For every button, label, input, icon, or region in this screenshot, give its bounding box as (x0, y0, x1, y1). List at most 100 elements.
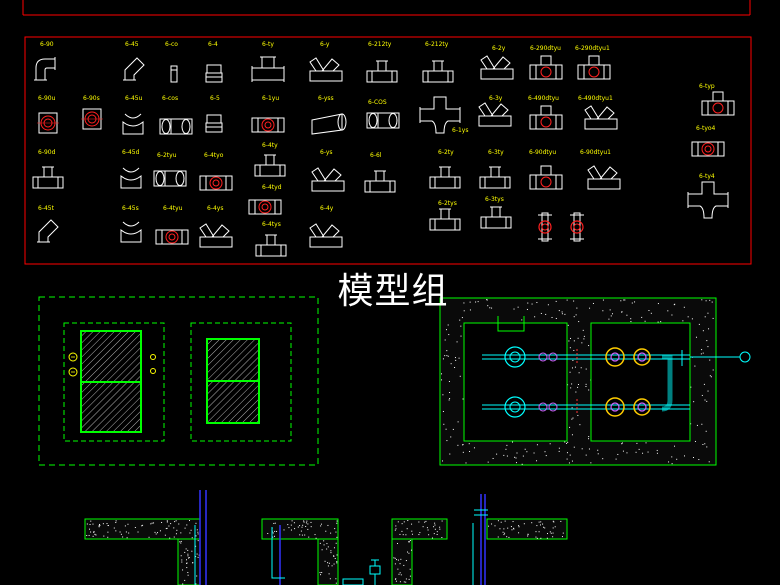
fitting-item (570, 212, 584, 242)
fitting-item: 6-ty4 (687, 173, 729, 219)
fitting-item: 6-45d (120, 149, 142, 189)
fitting-label: 6-45t (38, 205, 55, 212)
fitting-item: 6-ys (311, 149, 345, 192)
fitting-item: 6-tyo4 (691, 125, 725, 157)
gate-valve-icon (605, 397, 625, 417)
wall-right (391, 538, 413, 585)
fitting-symbol (123, 57, 145, 81)
fitting-label: 6-4ys (207, 205, 223, 212)
fitting-symbol (120, 221, 142, 243)
fitting-item: 6-1yu (251, 95, 285, 133)
fitting-symbol (366, 112, 400, 129)
slab-right-b (486, 518, 568, 540)
fitting-symbol (205, 114, 223, 133)
fitting-item: 6-490dtyu1 (578, 95, 618, 130)
fitting-label: 6-290dtyu1 (575, 45, 610, 52)
fitting-item: 6-4 (205, 41, 223, 83)
fitting-item: 6-290dtyu1 (575, 45, 611, 80)
fitting-symbol (251, 117, 285, 133)
fitting-symbol (478, 102, 512, 127)
fitting-symbol (170, 65, 178, 83)
fitting-label: 6-4tyu (163, 205, 183, 212)
check-valve-icon (633, 398, 651, 416)
slab-right-a (391, 518, 448, 540)
pump-icon (504, 396, 526, 418)
fitting-symbol (479, 166, 511, 189)
fitting-symbol (248, 199, 282, 215)
fitting-item: 6-45 (123, 41, 145, 81)
fitting-symbol (34, 57, 56, 81)
fitting-symbol (529, 105, 563, 130)
fitting-item: 6-4y (309, 205, 343, 248)
valve-chamber (590, 322, 691, 442)
fitting-label: 6-90s (83, 95, 100, 102)
fitting-symbol (480, 206, 512, 229)
fitting-item: 6-4tyo (199, 152, 233, 191)
fitting-symbol (309, 223, 343, 248)
fitting-item: 6-4ty (254, 142, 286, 177)
fitting-symbol (429, 166, 461, 189)
fitting-item: 6-490dtyu (528, 95, 563, 130)
fitting-item: 6-yss (311, 95, 347, 135)
fitting-label: 6-4 (208, 41, 218, 48)
fitting-item: 6-6l (364, 152, 396, 193)
fitting-label: 6-1ys (452, 127, 468, 134)
tank-pit-right (190, 322, 292, 442)
fitting-label: 6-490dtyu (528, 95, 559, 102)
fitting-item: 6-co (165, 41, 178, 83)
fitting-item: 6-212ty (422, 41, 454, 83)
fitting-item: 6-90u (37, 95, 59, 134)
fitting-symbol (120, 167, 142, 189)
fitting-label: 6-4y (320, 205, 334, 212)
fittings-frame (24, 36, 752, 265)
fitting-label: 6-4tyo (204, 152, 224, 159)
fitting-label: 6-4tys (262, 221, 281, 228)
fitting-symbol (155, 229, 189, 245)
slab-middle (261, 518, 339, 540)
fitting-item: 6-45u (122, 95, 144, 135)
fitting-symbol (691, 141, 725, 157)
fitting-symbol (584, 105, 618, 130)
fitting-item: 6-2tyu (153, 152, 187, 187)
fitting-item: 6-2y (480, 45, 514, 80)
fitting-symbol (205, 64, 223, 83)
fitting-symbol (37, 112, 59, 134)
access-hatch (497, 316, 525, 332)
drawing-title: 模型组 (337, 271, 449, 312)
fitting-label: 6-yss (318, 95, 334, 102)
fitting-label: 6-290dtyu (530, 45, 561, 52)
fitting-symbol (199, 223, 233, 248)
fitting-label: 6-6l (370, 152, 382, 159)
fitting-label: 6-y (320, 41, 330, 48)
fitting-item: 6-290dtyu (529, 45, 563, 80)
fitting-item: 6-2ty (429, 149, 461, 189)
fitting-label: 6-45d (122, 149, 140, 156)
fitting-symbol (419, 96, 461, 134)
fitting-symbol (422, 60, 454, 83)
fitting-symbol (37, 219, 59, 243)
fitting-symbol (701, 91, 735, 116)
bolt-icon (150, 368, 156, 374)
fitting-symbol (364, 170, 396, 193)
fitting-item: 6-3tys (480, 196, 512, 229)
bolt-icon (150, 354, 156, 360)
fitting-item: 6-90 (34, 41, 56, 81)
fitting-symbol (251, 56, 285, 82)
plan-outline (38, 296, 319, 466)
fitting-symbol (309, 57, 343, 82)
fitting-label: 6-490dtyu1 (578, 95, 613, 102)
fitting-item: 6-90dtyu1 (580, 149, 621, 190)
fitting-symbol (587, 165, 621, 190)
fitting-item: 6-4tyu (155, 205, 189, 245)
fitting-item: 6-212ty (366, 41, 398, 83)
fitting-symbol (687, 181, 729, 219)
fitting-label: 6-45u (125, 95, 143, 102)
fitting-label: 6-2tys (438, 200, 457, 207)
fitting-item: 6-cos (159, 95, 193, 135)
fitting-symbol (538, 212, 552, 242)
tank-plan-left (38, 296, 319, 466)
fitting-label: 6-COS (368, 99, 387, 106)
wall-middle (317, 538, 339, 585)
fitting-label: 6-212ty (368, 41, 392, 48)
